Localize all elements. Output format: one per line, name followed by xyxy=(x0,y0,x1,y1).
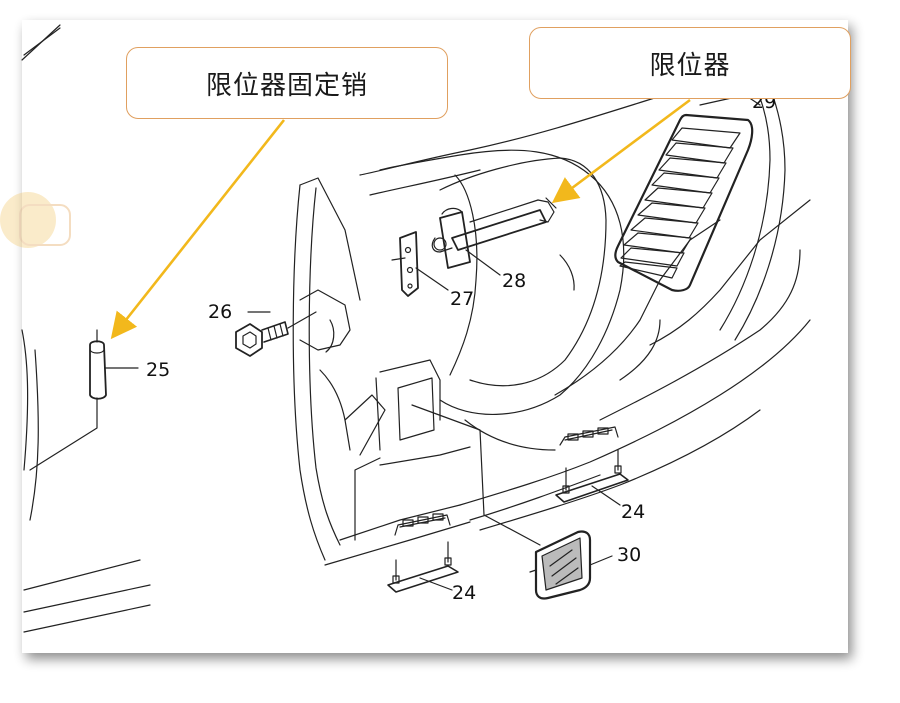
label-28: 28 xyxy=(502,270,526,292)
callout-door-checker-text: 限位器 xyxy=(649,50,731,81)
part-30-cover xyxy=(529,530,613,600)
part-24-sill-plate-upper xyxy=(555,449,629,506)
callout-arrows xyxy=(110,98,691,340)
callout-checker-pin: 限位器固定销 xyxy=(126,47,448,119)
label-27: 27 xyxy=(450,288,474,310)
rear-door-inner-panel xyxy=(354,64,811,541)
paper-sheet xyxy=(22,20,848,653)
part-25-pin xyxy=(29,329,139,471)
part-28-door-checker xyxy=(431,197,557,269)
part-27-bracket xyxy=(391,231,419,297)
pin-callout-arrow xyxy=(110,119,286,340)
door-opening-frame xyxy=(292,69,761,566)
callout-checker-pin-text: 限位器固定销 xyxy=(205,70,368,101)
callout-door-checker: 限位器 xyxy=(529,27,851,99)
part-24-sill-plate-lower xyxy=(387,541,459,593)
label-24-upper: 24 xyxy=(621,501,645,523)
label-30: 30 xyxy=(617,544,641,566)
part-26-bolt xyxy=(235,311,317,357)
watermark-logo xyxy=(0,192,71,248)
checker-callout-arrow xyxy=(551,98,691,204)
front-door-outline xyxy=(21,24,151,633)
label-25: 25 xyxy=(146,359,170,381)
part-29-grille xyxy=(614,113,754,292)
leader-lines xyxy=(247,249,541,546)
label-24-lower: 24 xyxy=(452,582,476,604)
label-26: 26 xyxy=(208,301,232,323)
